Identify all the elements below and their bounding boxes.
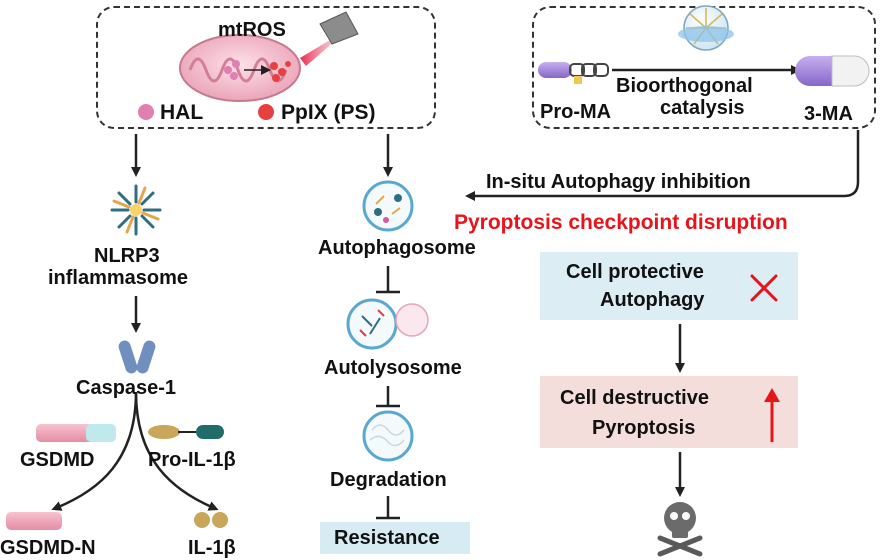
gsdmd-bar-icon bbox=[36, 424, 116, 442]
pplx-dot-icon bbox=[258, 104, 274, 120]
gsdmd-n-label: GSDMD-N bbox=[0, 537, 96, 559]
autolysosome-label: Autolysosome bbox=[324, 357, 462, 379]
il1b-label: IL-1β bbox=[188, 537, 236, 559]
inflammasome-icon bbox=[110, 184, 162, 236]
cross-mark-icon bbox=[750, 274, 778, 302]
degradation-label: Degradation bbox=[330, 469, 447, 491]
gsdmd-n-bar-icon bbox=[6, 512, 62, 530]
three-ma-label: 3-MA bbox=[804, 103, 853, 125]
autolysosome-icon bbox=[346, 298, 429, 350]
degradation-icon bbox=[362, 410, 414, 462]
destructive-line1-label: Cell destructive bbox=[560, 387, 709, 409]
inhibition-arrow bbox=[465, 130, 860, 201]
disruption-label: Pyroptosis checkpoint disruption bbox=[454, 211, 788, 234]
destructive-pyroptosis-panel bbox=[540, 376, 798, 448]
resistance-label: Resistance bbox=[334, 527, 440, 549]
pro-il-icon bbox=[148, 425, 224, 439]
bioorthogonal-label: Bioorthogonal bbox=[616, 75, 753, 97]
destructive-line2-label: Pyroptosis bbox=[592, 417, 696, 439]
gsdmd-label: GSDMD bbox=[20, 449, 95, 471]
protective-autophagy-panel bbox=[540, 252, 798, 320]
mtros-label: mtROS bbox=[218, 19, 286, 41]
pro-ma-capsule-icon bbox=[538, 62, 609, 84]
in-situ-label: In-situ Autophagy inhibition bbox=[486, 171, 751, 193]
nlrp3-label: NLRP3 bbox=[94, 245, 160, 267]
caspase-label: Caspase-1 bbox=[76, 377, 177, 399]
catalysis-label: catalysis bbox=[660, 97, 745, 119]
cleave-arrow-gsdmd bbox=[51, 391, 138, 511]
pro-ma-label: Pro-MA bbox=[540, 101, 612, 123]
resistance-panel bbox=[320, 522, 470, 554]
pplx-label: PpIX (PS) bbox=[281, 101, 376, 124]
protective-line1-label: Cell protective bbox=[566, 261, 704, 283]
mitochondrion-icon bbox=[179, 34, 301, 102]
protective-line2-label: Autophagy bbox=[600, 289, 705, 311]
autophagosome-label: Autophagosome bbox=[318, 237, 476, 259]
skull-crossbones-icon bbox=[657, 502, 703, 557]
up-arrow-icon bbox=[764, 388, 780, 442]
hal-dot-icon bbox=[138, 104, 154, 120]
laser-icon bbox=[300, 11, 359, 66]
inflammasome-label: inflammasome bbox=[48, 267, 189, 289]
mitochondria-box bbox=[96, 6, 436, 129]
three-ma-capsule-icon bbox=[795, 55, 870, 87]
pro-il-label: Pro-IL-1β bbox=[148, 449, 236, 471]
hal-label: HAL bbox=[160, 101, 204, 124]
catalyst-nanoparticle-icon bbox=[678, 5, 734, 51]
il1b-dots-icon bbox=[194, 512, 228, 528]
cleave-arrow-il bbox=[134, 391, 219, 511]
autophagosome-icon bbox=[362, 180, 414, 232]
caspase-icon bbox=[118, 340, 156, 374]
